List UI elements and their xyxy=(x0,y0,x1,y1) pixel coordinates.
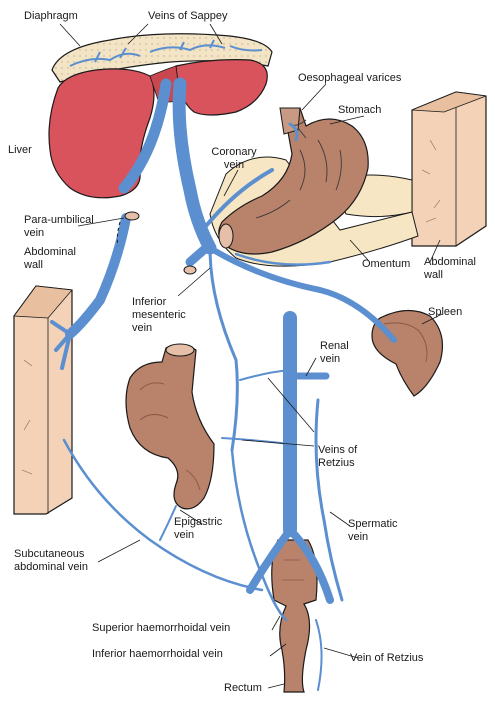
spleen-label: Spleen xyxy=(428,306,463,318)
coronary-vein-label-line-1: Coronary xyxy=(211,146,257,158)
abdominal-wall-right-label-line-1: Abdominal xyxy=(424,256,476,268)
omentum-label: Omentum xyxy=(362,258,411,270)
inferior-mesenteric-vein-label-line-3: vein xyxy=(132,322,153,334)
veins-of-retzius-label-line-1: Veins of xyxy=(318,444,358,456)
oesophageal-varices-label: Oesophageal varices xyxy=(298,72,402,84)
coronary-vein-label: Coronary vein xyxy=(206,146,262,172)
subcutaneous-abdominal-vein-label: Subcutaneous abdominal vein xyxy=(14,548,88,574)
renal-vein-label-line-1: Renal xyxy=(320,340,349,352)
inferior-mesenteric-vein-label-line-1: Inferior xyxy=(132,296,167,308)
epigastric-vein-label: Epigastric vein xyxy=(174,516,222,542)
veins-of-retzius-label: Veins of Retzius xyxy=(318,444,357,470)
para-umbilical-vein-label: Para-umbilical vein xyxy=(24,214,94,240)
subcutaneous-abdominal-vein-label-line-2: abdominal vein xyxy=(14,561,88,573)
inferior-haemorrhoidal-vein-label: Inferior haemorrhoidal vein xyxy=(92,648,223,660)
veins-of-sappey-shape xyxy=(69,39,263,67)
abdominal-wall-left-shape xyxy=(13,285,73,515)
diaphragm-label: Diaphragm xyxy=(24,10,78,22)
vein-of-retzius-label: Vein of Retzius xyxy=(350,652,424,664)
spermatic-vein-label-line-2: vein xyxy=(348,531,369,543)
para-umbilical-vein-label-line-1: Para-umbilical xyxy=(24,214,94,226)
coronary-vein-label-line-2: vein xyxy=(223,159,245,171)
epigastric-vein-label-line-1: Epigastric xyxy=(174,516,223,528)
spermatic-vein-label: Spermatic vein xyxy=(348,518,398,544)
abdominal-wall-left-label-line-2: wall xyxy=(24,259,43,271)
epigastric-vein-label-line-2: vein xyxy=(174,529,195,541)
abdominal-wall-right-shape xyxy=(411,91,487,247)
veins-of-sappey-label: Veins of Sappey xyxy=(148,10,228,22)
rectum-shape xyxy=(271,539,318,693)
leader-lines xyxy=(59,23,443,689)
colon-shape xyxy=(125,343,215,510)
superior-haemorrhoidal-vein-label: Superior haemorrhoidal vein xyxy=(92,622,231,634)
inferior-mesenteric-vein-label-line-2: mesenteric xyxy=(132,309,186,321)
portal-venous-system xyxy=(50,77,397,691)
renal-vein-label: Renal vein xyxy=(320,340,349,366)
abdominal-wall-left-label-line-1: Abdominal xyxy=(24,246,76,258)
spleen-shape xyxy=(371,309,443,397)
abdominal-wall-left-label: Abdominal wall xyxy=(24,246,76,272)
para-umbilical-vein-label-line-2: vein xyxy=(24,227,45,239)
inferior-mesenteric-vein-label: Inferior mesenteric vein xyxy=(132,296,186,335)
rectum-label: Rectum xyxy=(224,682,262,694)
abdominal-wall-right-label: Abdominal wall xyxy=(424,256,476,282)
spermatic-vein-label-line-1: Spermatic xyxy=(348,518,398,530)
cut-vessel-ends xyxy=(116,211,197,275)
abdominal-wall-right-label-line-2: wall xyxy=(424,269,443,281)
stomach-label: Stomach xyxy=(338,104,382,116)
subcutaneous-abdominal-vein-label-line-1: Subcutaneous xyxy=(14,548,85,560)
renal-vein-label-line-2: vein xyxy=(320,353,341,365)
liver-label: Liver xyxy=(8,144,32,156)
veins-of-retzius-label-line-2: Retzius xyxy=(318,457,355,469)
